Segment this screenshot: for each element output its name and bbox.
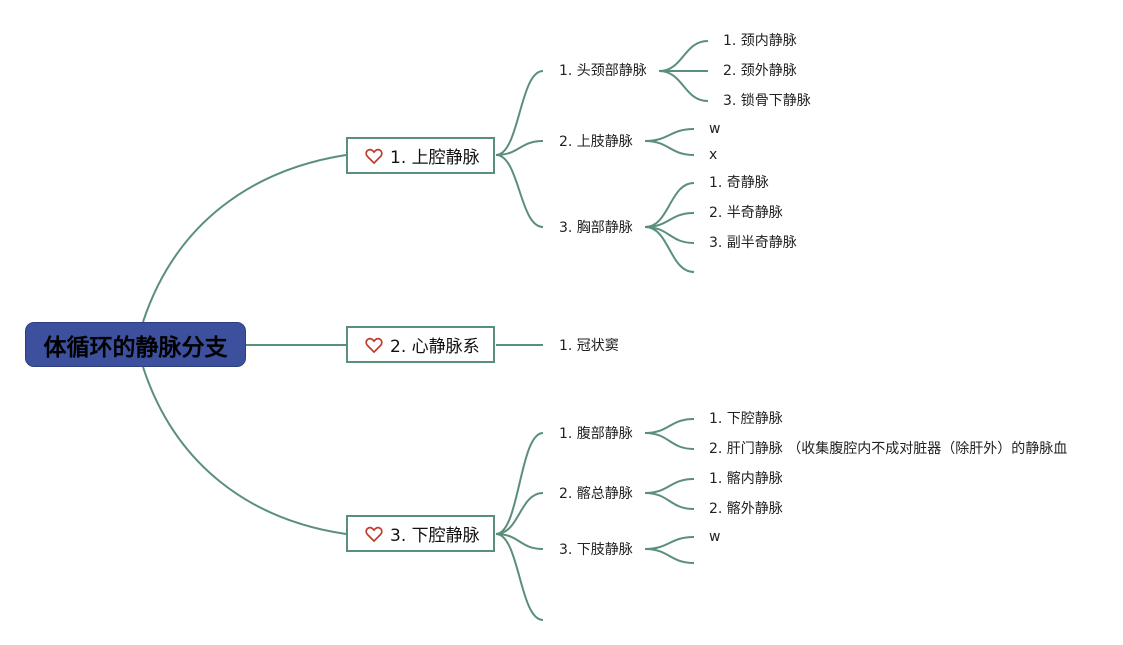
branch-connector bbox=[495, 140, 544, 156]
branch-label: 1. 上腔静脉 bbox=[390, 148, 480, 168]
heart-icon bbox=[365, 526, 383, 542]
branch-connector bbox=[495, 154, 544, 228]
leaf-topic[interactable]: w bbox=[709, 121, 721, 137]
leaf-topic[interactable]: 2. 半奇静脉 bbox=[709, 205, 783, 221]
leaf-connector bbox=[644, 548, 695, 564]
heart-icon bbox=[365, 337, 383, 353]
branch-connector bbox=[495, 533, 544, 621]
branch-cardiac-veins[interactable]: 2. 心静脉系 bbox=[346, 326, 495, 363]
subtopic-thoracic-veins[interactable]: 3. 胸部静脉 bbox=[559, 220, 633, 236]
branch-label: 2. 心静脉系 bbox=[390, 337, 480, 357]
leaf-connector bbox=[644, 140, 695, 156]
leaf-connector bbox=[644, 128, 695, 142]
branch-connector bbox=[495, 533, 544, 550]
leaf-connector bbox=[644, 226, 695, 273]
root-topic[interactable]: 体循环的静脉分支 bbox=[25, 322, 246, 367]
branch-superior-vena-cava[interactable]: 1. 上腔静脉 bbox=[346, 137, 495, 174]
leaf-topic[interactable]: 2. 肝门静脉 （收集腹腔内不成对脏器（除肝外）的静脉血 bbox=[709, 441, 1068, 457]
leaf-topic[interactable]: 1. 奇静脉 bbox=[709, 175, 769, 191]
root-connector-upper bbox=[142, 154, 347, 323]
leaf-topic[interactable]: 3. 副半奇静脉 bbox=[709, 235, 797, 251]
subtopic-coronary-sinus[interactable]: 1. 冠状窦 bbox=[559, 338, 619, 354]
root-topic-label: 体循环的静脉分支 bbox=[43, 334, 228, 361]
leaf-connector bbox=[644, 478, 695, 494]
leaf-topic[interactable]: 1. 颈内静脉 bbox=[723, 33, 797, 49]
leaf-topic[interactable]: 2. 髂外静脉 bbox=[709, 501, 783, 517]
leaf-topic[interactable]: 1. 下腔静脉 bbox=[709, 411, 783, 427]
leaf-connector bbox=[644, 492, 695, 510]
leaf-topic[interactable]: 1. 髂内静脉 bbox=[709, 471, 783, 487]
subtopic-lower-limb-veins[interactable]: 3. 下肢静脉 bbox=[559, 542, 633, 558]
leaf-topic[interactable]: 3. 锁骨下静脉 bbox=[723, 93, 811, 109]
root-connector-lower bbox=[142, 366, 347, 535]
branch-connector bbox=[495, 492, 544, 535]
leaf-connector bbox=[658, 70, 709, 102]
branch-connector bbox=[495, 432, 544, 535]
leaf-topic[interactable]: x bbox=[709, 147, 718, 163]
heart-icon bbox=[365, 148, 383, 164]
leaf-connector bbox=[644, 418, 695, 434]
leaf-topic[interactable]: 2. 颈外静脉 bbox=[723, 63, 797, 79]
subtopic-abdominal-veins[interactable]: 1. 腹部静脉 bbox=[559, 426, 633, 442]
subtopic-head-neck-veins[interactable]: 1. 头颈部静脉 bbox=[559, 63, 647, 79]
leaf-connector bbox=[644, 432, 695, 450]
branch-inferior-vena-cava[interactable]: 3. 下腔静脉 bbox=[346, 515, 495, 552]
leaf-connector bbox=[644, 536, 695, 550]
subtopic-common-iliac-veins[interactable]: 2. 髂总静脉 bbox=[559, 486, 633, 502]
leaf-connector bbox=[658, 40, 709, 72]
branch-label: 3. 下腔静脉 bbox=[390, 526, 480, 546]
branch-connector bbox=[495, 70, 544, 156]
leaf-topic[interactable]: w bbox=[709, 529, 721, 545]
subtopic-upper-limb-veins[interactable]: 2. 上肢静脉 bbox=[559, 134, 633, 150]
